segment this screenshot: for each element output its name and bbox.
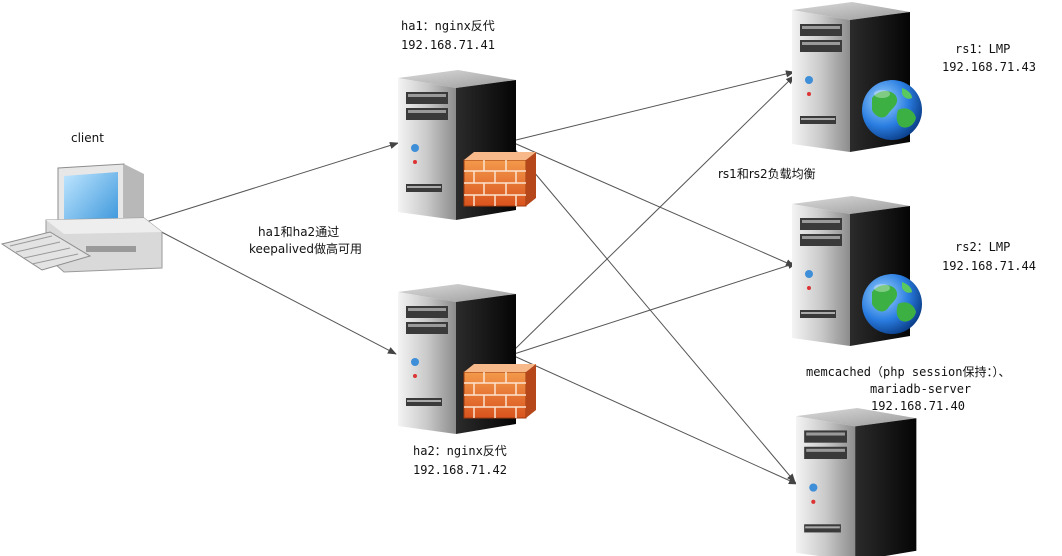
edge-ha2-rs2: [513, 262, 797, 355]
connection-lines: [145, 70, 798, 485]
db-server-icon: [796, 408, 917, 556]
rs2-ip-label: 192.168.71.44: [942, 259, 1036, 273]
client-label: client: [71, 131, 104, 145]
edge-ha1-rs1: [511, 70, 795, 142]
ha1-name-label: ha1：nginx反代: [401, 19, 495, 33]
rs1-ip-label: 192.168.71.43: [942, 60, 1036, 74]
edge-ha2-db: [513, 355, 798, 485]
rs1-name-label: rs1：LMP: [955, 42, 1011, 56]
ha1-ip-label: 192.168.71.41: [401, 38, 495, 52]
ha2-server-firewall-icon: [398, 284, 537, 434]
edge-ha2-rs1: [511, 75, 795, 353]
edge-ha1-rs2: [513, 142, 795, 267]
edge-client-ha1: [145, 141, 399, 223]
rs2-name-label: rs2：LMP: [955, 240, 1011, 254]
db-ip-label: 192.168.71.40: [871, 399, 965, 413]
ha-note-line2: keepalived做高可用: [249, 242, 363, 256]
edge-ha1-db: [511, 145, 796, 483]
ha2-name-label: ha2：nginx反代: [413, 444, 507, 458]
db-service-line1: memcached（php session保持：）、: [806, 365, 1011, 379]
client-computer-icon: [0, 163, 163, 273]
ha2-ip-label: 192.168.71.42: [413, 463, 507, 477]
edge-client-ha2: [149, 225, 397, 355]
load-balance-note: rs1和rs2负载均衡: [718, 167, 816, 181]
rs1-server-globe-icon: [792, 2, 922, 152]
ha-note-line1: ha1和ha2通过: [258, 225, 340, 239]
db-service-line2: mariadb-server: [870, 382, 972, 396]
ha1-server-firewall-icon: [398, 70, 537, 220]
rs2-server-globe-icon: [792, 196, 922, 346]
